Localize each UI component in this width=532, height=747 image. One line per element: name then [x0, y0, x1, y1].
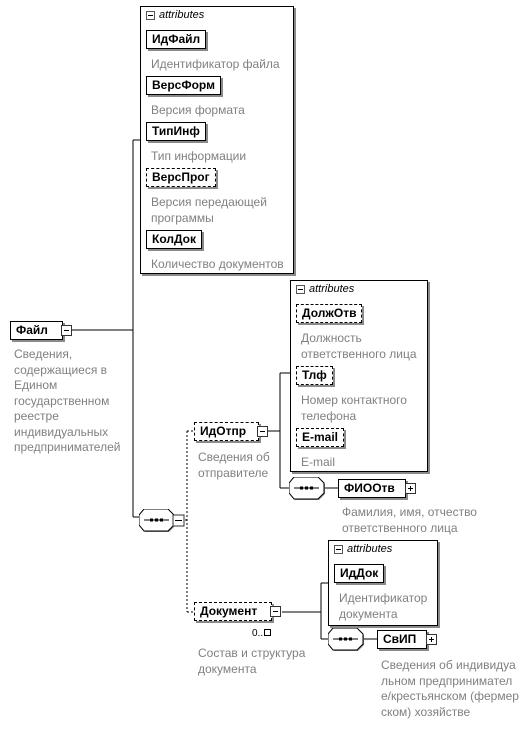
root-description: Сведения, содержащиеся в Едином государс… — [14, 347, 121, 454]
file-attributes-title: attributes — [159, 9, 205, 21]
attribute-description: Должность ответственного лица — [301, 331, 417, 361]
document-attributes-title: attributes — [347, 543, 393, 555]
attribute-description: Идентификатор файла — [151, 57, 280, 71]
attribute-email[interactable]: E-mail — [296, 428, 345, 447]
collapse-icon[interactable] — [296, 285, 305, 294]
collapse-icon[interactable] — [270, 606, 281, 617]
element-label: Документ — [200, 604, 258, 618]
attribute-description: Тип информации — [151, 149, 247, 163]
attribute-label: Тлф — [302, 368, 327, 382]
attribute-description: Версия формата — [151, 103, 245, 117]
fiootv-description: Фамилия, имя, отчество ответственного ли… — [342, 505, 477, 535]
attribute-label: ВерсПрог — [152, 170, 210, 184]
document-description: Состав и структура документа — [198, 646, 306, 676]
occurrence-label: 0.. — [252, 628, 272, 639]
attribute-label: ИдФайл — [152, 32, 201, 46]
element-label: СвИП — [383, 632, 417, 646]
attribute-description: Версия передающей программы — [151, 195, 267, 225]
sequence-compositor-icon[interactable] — [139, 509, 187, 533]
attribute-idfile[interactable]: ИдФайл — [146, 30, 207, 49]
attribute-versform[interactable]: ВерсФорм — [146, 76, 221, 95]
attribute-label: ДолжОтв — [302, 306, 357, 320]
infinity-icon — [264, 629, 272, 636]
sequence-compositor-icon[interactable] — [289, 477, 329, 501]
attribute-koldok[interactable]: КолДок — [146, 230, 203, 249]
attribute-dolzhotv[interactable]: ДолжОтв — [296, 304, 363, 323]
root-element-file[interactable]: Файл — [10, 321, 63, 340]
element-label: ФИООтв — [344, 481, 395, 495]
root-element-label: Файл — [16, 323, 48, 337]
document-attributes-panel — [328, 540, 438, 626]
element-sender[interactable]: ИдОтпр — [194, 422, 259, 441]
attribute-tipinf[interactable]: ТипИнф — [146, 122, 206, 141]
attribute-description: E-mail — [301, 455, 336, 469]
attribute-description: Номер контактного телефона — [301, 393, 407, 423]
attribute-tlf[interactable]: Тлф — [296, 366, 333, 385]
expand-icon[interactable] — [405, 483, 416, 494]
expand-icon[interactable] — [426, 634, 437, 645]
attribute-label: ВерсФорм — [152, 78, 215, 92]
attribute-label: КолДок — [152, 232, 197, 246]
attribute-label: ИдДок — [340, 566, 379, 580]
attribute-versprog[interactable]: ВерсПрог — [146, 168, 216, 187]
sequence-compositor-icon[interactable] — [328, 628, 368, 652]
attribute-iddok[interactable]: ИдДок — [334, 564, 385, 583]
attribute-description: Количество документов — [151, 257, 284, 271]
collapse-icon[interactable] — [257, 426, 268, 437]
element-svip[interactable]: СвИП — [377, 630, 427, 649]
sender-attributes-title: attributes — [309, 283, 355, 295]
attribute-label: E-mail — [302, 430, 339, 444]
collapse-icon[interactable] — [146, 11, 155, 20]
element-document[interactable]: Документ — [194, 602, 272, 621]
occurrence-text: 0.. — [252, 628, 264, 639]
attribute-description: Идентификатор документа — [339, 591, 428, 621]
sender-description: Сведения об отправителе — [198, 450, 270, 480]
svip-description: Сведения об индивидуальном предпринимате… — [381, 658, 519, 719]
element-fiootv[interactable]: ФИООтв — [338, 479, 406, 498]
attribute-label: ТипИнф — [152, 124, 200, 138]
collapse-icon[interactable] — [61, 325, 72, 336]
collapse-icon[interactable] — [334, 545, 343, 554]
element-label: ИдОтпр — [200, 424, 247, 438]
